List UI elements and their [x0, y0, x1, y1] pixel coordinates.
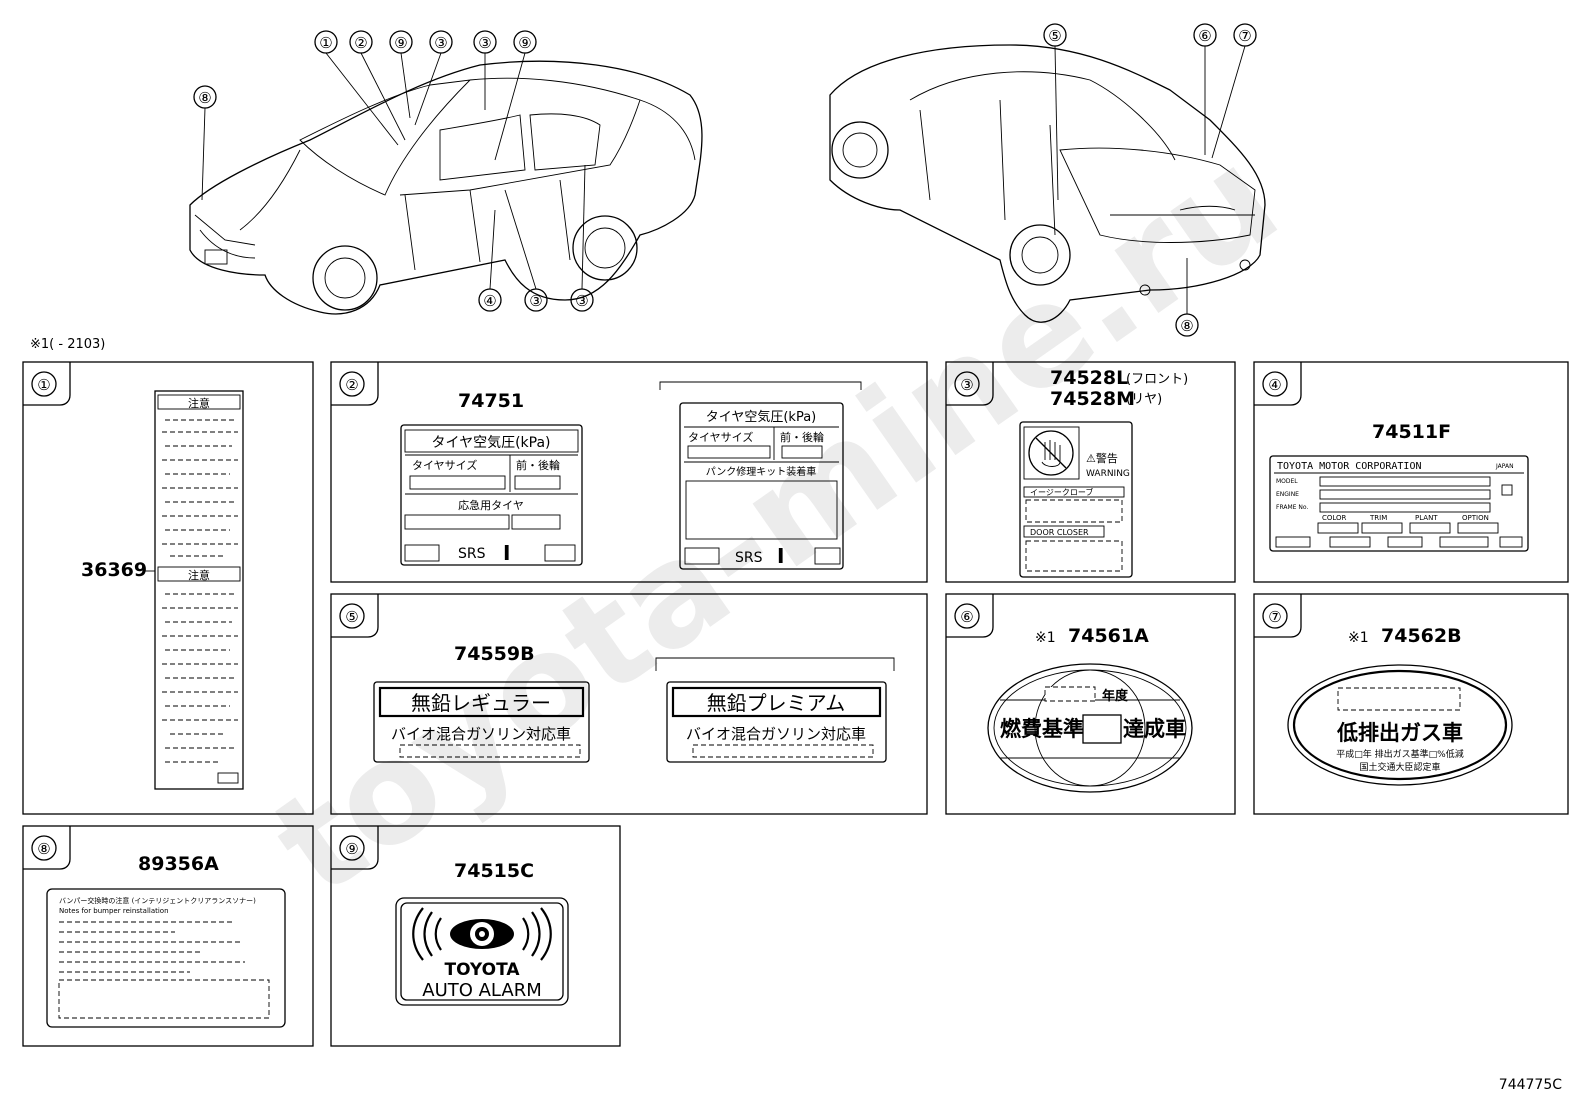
panel-6: ⑥ ※1 74561A 年度 燃費基準 達成車 — [945, 593, 1236, 815]
svg-text:I: I — [777, 544, 784, 568]
svg-text:⑧: ⑧ — [1180, 317, 1193, 335]
front-car-illustration — [189, 60, 703, 315]
svg-text:④: ④ — [1268, 376, 1281, 394]
svg-text:74561A: 74561A — [1068, 625, 1149, 647]
svg-text:⑥: ⑥ — [1198, 27, 1211, 45]
svg-text:バイオ混合ガソリン対応車: バイオ混合ガソリン対応車 — [686, 725, 866, 743]
svg-text:※1: ※1 — [1348, 630, 1369, 646]
svg-text:JAPAN: JAPAN — [1495, 463, 1514, 470]
svg-text:COLOR: COLOR — [1322, 514, 1347, 522]
svg-text:②: ② — [345, 376, 358, 394]
panel-2: ② 74751 タイヤ空気圧(kPa) タイヤサイズ 前・後輪 応急用タイヤ S… — [330, 361, 928, 583]
svg-text:④: ④ — [483, 292, 496, 310]
svg-text:SRS: SRS — [458, 546, 486, 562]
panel-4: ④ 74511F TOYOTA MOTOR CORPORATION JAPAN … — [1253, 361, 1569, 583]
svg-text:平成□年 排出ガス基準□%低減: 平成□年 排出ガス基準□%低減 — [1336, 748, 1463, 760]
svg-text:AUTO ALARM: AUTO ALARM — [422, 980, 541, 1001]
svg-text:(フロント): (フロント) — [1126, 372, 1188, 387]
svg-text:達成車: 達成車 — [1123, 717, 1186, 741]
svg-text:WARNING: WARNING — [1086, 469, 1130, 479]
svg-text:国土交通大臣認定車: 国土交通大臣認定車 — [1359, 761, 1440, 773]
svg-text:注意: 注意 — [188, 396, 210, 410]
alarm-icon — [412, 907, 552, 961]
svg-text:前・後輪: 前・後輪 — [780, 430, 824, 444]
svg-text:バイオ混合ガソリン対応車: バイオ混合ガソリン対応車 — [391, 725, 571, 743]
svg-text:タイヤサイズ: タイヤサイズ — [412, 458, 477, 472]
svg-text:TOYOTA: TOYOTA — [444, 960, 520, 980]
svg-text:無鉛プレミアム: 無鉛プレミアム — [707, 691, 846, 715]
svg-text:74559B: 74559B — [454, 643, 535, 665]
svg-text:③: ③ — [960, 376, 973, 394]
svg-text:FRAME No.: FRAME No. — [1276, 504, 1308, 511]
part-74751: 74751 — [458, 390, 524, 412]
panel-8: ⑧ 89356A バンパー交換時の注意 (インテリジェントクリアランスソナー) … — [22, 825, 314, 1047]
svg-text:MODEL: MODEL — [1276, 478, 1298, 485]
panel-1: ① 36369 注意 注意 — [22, 361, 314, 815]
svg-text:TOYOTA MOTOR CORPORATION: TOYOTA MOTOR CORPORATION — [1277, 461, 1422, 472]
svg-text:⑦: ⑦ — [1268, 608, 1281, 626]
svg-text:※1: ※1 — [1035, 630, 1056, 646]
svg-text:74528L: 74528L — [1050, 367, 1128, 389]
svg-text:74511F: 74511F — [1372, 421, 1451, 443]
svg-text:タイヤ空気圧(kPa): タイヤ空気圧(kPa) — [431, 435, 550, 451]
panel-5: ⑤ 74559B 無鉛レギュラー バイオ混合ガソリン対応車 無鉛プレミアム バイ… — [330, 593, 928, 815]
svg-text:(リヤ): (リヤ) — [1126, 392, 1162, 407]
svg-text:前・後輪: 前・後輪 — [516, 458, 560, 472]
svg-text:⑦: ⑦ — [1238, 27, 1251, 45]
panel-9: ⑨ 74515C TOYOTA AUTO ALARM — [330, 825, 621, 1047]
part-36369: 36369 — [81, 559, 147, 581]
svg-text:DOOR CLOSER: DOOR CLOSER — [1030, 528, 1089, 537]
svg-text:イージークローブ: イージークローブ — [1030, 487, 1093, 497]
svg-text:⑧: ⑧ — [198, 89, 211, 107]
footnote: ※1( - 2103) — [30, 337, 105, 352]
diagram-code: 744775C — [1499, 1077, 1562, 1093]
svg-text:①: ① — [37, 376, 50, 394]
svg-text:燃費基準: 燃費基準 — [1000, 717, 1084, 741]
svg-text:②: ② — [354, 34, 367, 52]
svg-text:PLANT: PLANT — [1415, 514, 1438, 522]
rear-car-illustration — [829, 44, 1266, 323]
svg-text:74515C: 74515C — [454, 860, 534, 882]
svg-text:⚠警告: ⚠警告 — [1086, 451, 1118, 465]
svg-text:③: ③ — [575, 292, 588, 310]
svg-text:③: ③ — [478, 34, 491, 52]
svg-text:74528M: 74528M — [1050, 388, 1135, 410]
svg-text:⑨: ⑨ — [394, 34, 407, 52]
svg-text:③: ③ — [529, 292, 542, 310]
svg-text:89356A: 89356A — [138, 853, 219, 875]
svg-text:タイヤ空気圧(kPa): タイヤ空気圧(kPa) — [706, 409, 817, 425]
svg-text:⑨: ⑨ — [345, 840, 358, 858]
svg-text:I: I — [503, 541, 510, 565]
svg-text:タイヤサイズ: タイヤサイズ — [688, 430, 753, 444]
front-callouts: ① ② ⑨ ③ ③ ⑨ ⑧ ④ ③ ③ — [193, 30, 594, 312]
panel-3: ③ 74528L (フロント) 74528M (リヤ) ⚠警告 WARNING … — [945, 361, 1236, 583]
panel-7: ⑦ ※1 74562B 低排出ガス車 平成□年 排出ガス基準□%低減 国土交通大… — [1253, 593, 1569, 815]
svg-text:ENGINE: ENGINE — [1276, 491, 1299, 498]
svg-text:低排出ガス車: 低排出ガス車 — [1336, 721, 1463, 745]
svg-text:注意: 注意 — [188, 568, 210, 582]
svg-text:無鉛レギュラー: 無鉛レギュラー — [411, 691, 551, 715]
svg-text:⑥: ⑥ — [960, 608, 973, 626]
svg-text:⑤: ⑤ — [1048, 27, 1061, 45]
rear-callouts: ⑤ ⑥ ⑦ ⑧ — [1043, 23, 1257, 337]
svg-text:OPTION: OPTION — [1462, 514, 1489, 522]
svg-text:①: ① — [319, 34, 332, 52]
svg-text:74562B: 74562B — [1381, 625, 1462, 647]
svg-text:③: ③ — [434, 34, 447, 52]
svg-text:年度: 年度 — [1102, 688, 1129, 704]
svg-text:応急用タイヤ: 応急用タイヤ — [458, 498, 524, 512]
svg-text:⑨: ⑨ — [518, 34, 531, 52]
svg-text:TRIM: TRIM — [1369, 514, 1387, 522]
svg-text:パンク修理キット装着車: パンク修理キット装着車 — [706, 465, 817, 478]
svg-text:⑧: ⑧ — [37, 840, 50, 858]
svg-text:SRS: SRS — [735, 550, 763, 566]
svg-text:バンパー交換時の注意 (インテリジェントクリアランスソナー): バンパー交換時の注意 (インテリジェントクリアランスソナー) — [59, 896, 256, 905]
svg-text:⑤: ⑤ — [345, 608, 358, 626]
svg-text:Notes for bumper reinstallatio: Notes for bumper reinstallation — [59, 907, 169, 915]
